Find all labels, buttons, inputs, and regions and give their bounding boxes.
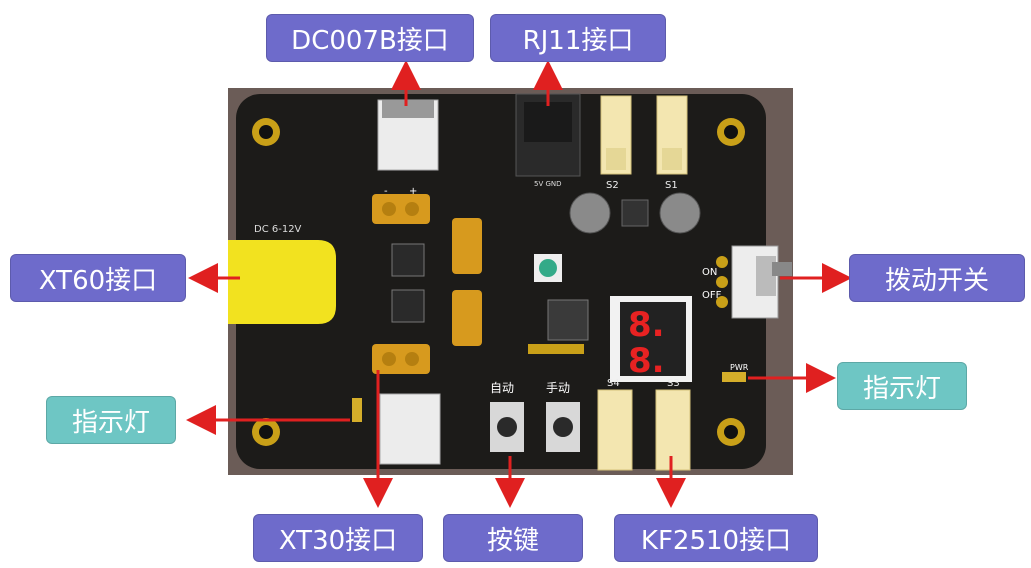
pin-header [528, 344, 584, 354]
indicator-left-label: 指示灯 [46, 396, 176, 444]
buttons [490, 402, 580, 452]
seg-digit-top: 8. [628, 305, 665, 345]
kf2510-label: KF2510接口 [614, 514, 818, 562]
mounting-holes [252, 118, 745, 446]
on-label: ON [702, 267, 717, 278]
dc007b-label: DC007B接口 [266, 14, 474, 62]
off-label: OFF [702, 290, 722, 301]
kf2510-s2 [600, 95, 632, 175]
toggle-switch [716, 245, 792, 319]
xt30-vertical [452, 218, 482, 346]
auto-label: 自动 [490, 381, 514, 395]
rj11-label: RJ11接口 [490, 14, 666, 62]
pwr-led [722, 372, 746, 382]
xt60-label: XT60接口 [10, 254, 186, 302]
rj11-pin-label: 5V GND [534, 180, 562, 188]
xt60-connector [228, 240, 336, 324]
xt30-bottom [372, 344, 430, 374]
dc-voltage-label: DC 6-12V [254, 224, 302, 235]
xt30-minus: - [384, 186, 388, 197]
pwr-label: PWR [730, 363, 749, 372]
left-led [352, 398, 362, 422]
indicator-right-label: 指示灯 [837, 362, 967, 410]
capacitors [569, 192, 701, 234]
kf2510-s1 [656, 95, 688, 175]
kf2510-s4 [597, 389, 633, 471]
seven-segment-display [610, 296, 692, 382]
s1-label: S1 [665, 180, 678, 191]
xt30-label: XT30接口 [253, 514, 423, 562]
s2-label: S2 [606, 180, 619, 191]
rgb-led [534, 254, 562, 282]
xt30-top [372, 194, 430, 224]
button-label: 按键 [443, 514, 583, 562]
manual-label: 手动 [546, 381, 570, 395]
s4-label: S4 [607, 378, 620, 389]
mcu-chip [547, 299, 589, 341]
toggle-label: 拨动开关 [849, 254, 1025, 302]
mosfets [391, 243, 425, 323]
rj11-jack [515, 93, 581, 177]
seg-digit-bottom: 8. [628, 341, 665, 381]
dc007b-jack [377, 99, 439, 171]
s3-label: S3 [667, 378, 680, 389]
dc-jack-bottom [379, 393, 441, 465]
kf2510-s3 [655, 389, 691, 471]
arrows [186, 60, 852, 508]
xt30-plus: + [409, 186, 417, 197]
